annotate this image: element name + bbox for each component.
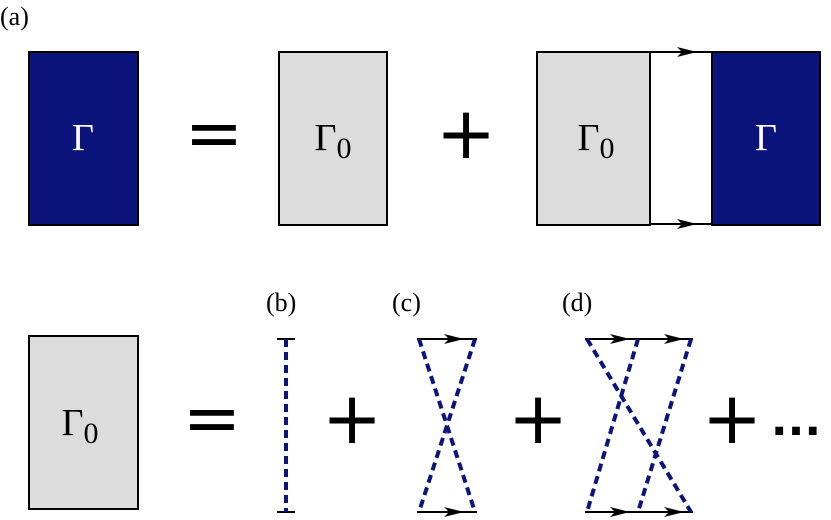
interaction-line-d2 bbox=[585, 338, 640, 513]
diagram-b-single-exchange bbox=[277, 338, 295, 513]
bare-vertex-row-a: Γ0 bbox=[278, 51, 388, 226]
diagram-c-crossed bbox=[417, 334, 477, 517]
panel-label-b: (b) bbox=[266, 288, 296, 317]
gamma0-symbol-term: Γ0 bbox=[578, 117, 615, 165]
gamma-symbol-term: Γ bbox=[755, 117, 777, 159]
bethe-salpeter-term: Γ0 Γ bbox=[536, 47, 821, 229]
bare-vertex-row-b: Γ0 bbox=[28, 335, 139, 510]
equals-sign-row-b: = bbox=[183, 377, 242, 459]
gamma-symbol: Γ bbox=[72, 117, 94, 159]
plus-sign-row-a: + bbox=[436, 91, 496, 175]
interaction-line-c1 bbox=[417, 338, 477, 513]
panel-label-c: (c) bbox=[392, 288, 421, 317]
diagram-d-three-crossed bbox=[585, 334, 693, 517]
gamma0-symbol-row-b: Γ0 bbox=[62, 402, 99, 450]
interaction-line-d3 bbox=[636, 338, 693, 513]
gamma0-symbol: Γ0 bbox=[315, 117, 352, 165]
plus-sign-c: + bbox=[508, 376, 568, 460]
panel-label-d: (d) bbox=[562, 288, 592, 317]
plus-sign-b: + bbox=[322, 376, 382, 460]
interaction-line-c2 bbox=[417, 338, 477, 513]
ellipsis: ··· bbox=[771, 406, 821, 457]
plus-sign-d: + bbox=[702, 376, 762, 460]
panel-label-a: (a) bbox=[0, 2, 29, 31]
interaction-line-d1 bbox=[585, 337, 693, 514]
full-vertex-left: Γ bbox=[28, 51, 139, 226]
equals-sign-row-a: = bbox=[185, 92, 244, 174]
